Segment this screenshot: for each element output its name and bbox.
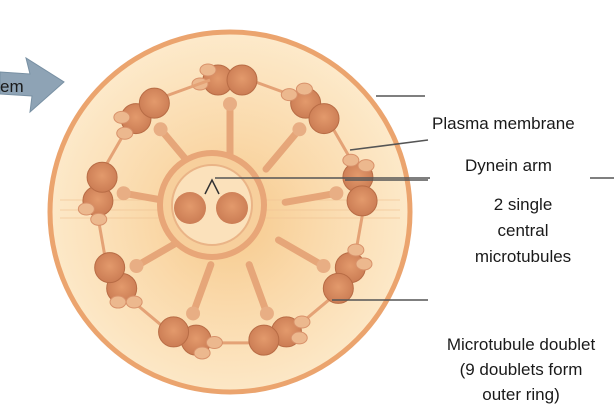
dynein-arm [117,127,133,139]
central-microtubule [216,192,248,224]
spoke-head [260,306,274,320]
dynein-arm [356,258,372,270]
dynein-arm [194,347,210,359]
microtubule-doublet-label: Microtubule doublet (9 doublets form out… [428,332,614,407]
microtubule [249,325,279,355]
dynein-arm [291,332,307,344]
spoke-head [154,122,168,136]
spoke-head [317,259,331,273]
dynein-arm-label: Dynein arm [465,155,552,176]
dynein-arm [343,154,359,166]
central-microtubules-line-1: 2 single [448,192,598,218]
dynein-arm [200,64,216,76]
microtubule [309,104,339,134]
doublet-line-1: Microtubule doublet [428,332,614,357]
spoke-head [117,186,131,200]
dynein-arm [358,160,374,172]
plasma-membrane-label: Plasma membrane [432,113,575,134]
doublet-line-3: outer ring) [428,382,614,407]
microtubule-doublet [192,64,257,95]
dynein-arm [78,203,94,215]
dynein-arm [296,83,312,95]
doublet-line-2: (9 doublets form [428,357,614,382]
spoke-head [329,186,343,200]
central-microtubules-line-2: central [448,218,598,244]
dynein-arm [348,244,364,256]
central-microtubules-label: 2 single central microtubules [448,192,598,270]
microtubule [323,273,353,303]
dynein-arm [114,111,130,123]
dynein-arm [91,213,107,225]
central-microtubules-line-3: microtubules [448,244,598,270]
dynein-arm [294,316,310,328]
spoke-head [292,122,306,136]
microtubule [139,88,169,118]
microtubule [159,317,189,347]
dynein-arm [206,337,222,349]
dynein-arm [126,296,142,308]
microtubule [347,186,377,216]
partial-label: em [0,76,24,97]
central-microtubule [174,192,206,224]
microtubule [87,162,117,192]
dynein-arm [110,296,126,308]
microtubule [227,65,257,95]
spoke-head [129,259,143,273]
spoke-head [223,97,237,111]
microtubule [95,253,125,283]
dynein-arm [281,89,297,101]
spoke-head [186,306,200,320]
